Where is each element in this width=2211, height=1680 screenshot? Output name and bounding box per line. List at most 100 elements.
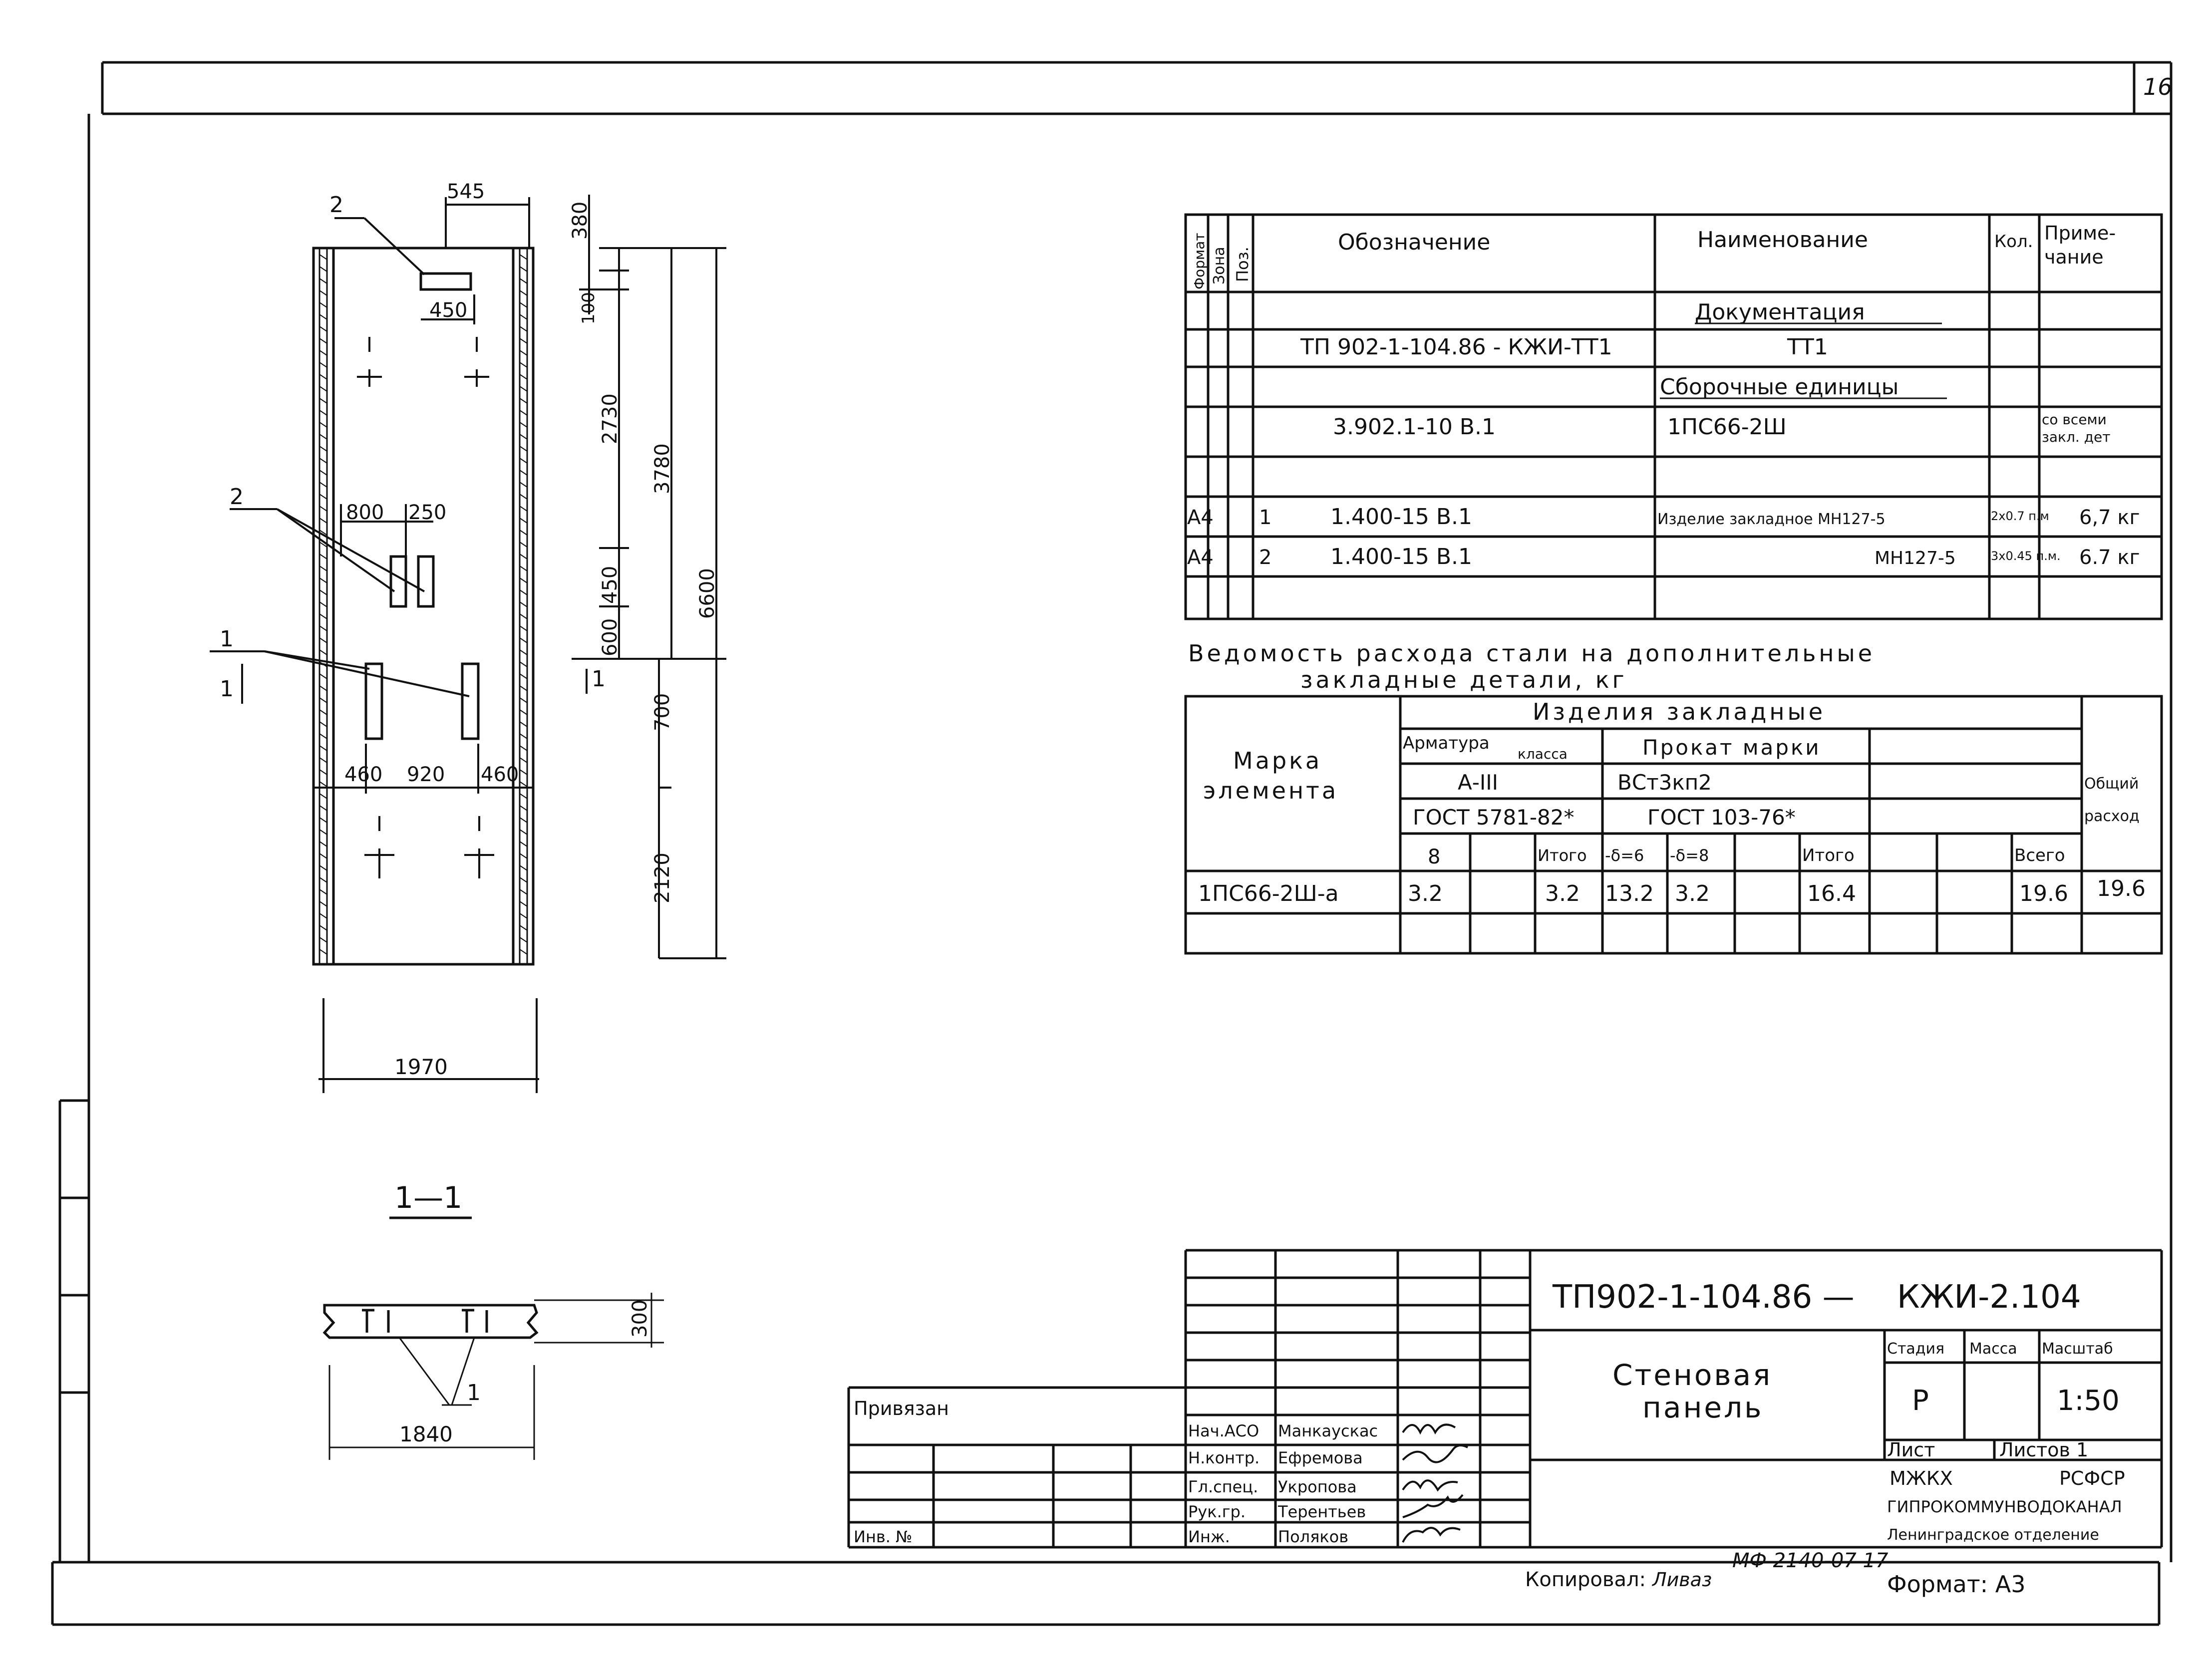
hatch-tick <box>519 709 528 715</box>
hatch-tick <box>319 350 327 356</box>
hatch-tick <box>519 374 528 380</box>
hatch-tick <box>319 721 327 727</box>
row-ps-name: 1ПС66-2Ш <box>1667 414 1787 440</box>
hatch-tick <box>319 386 327 392</box>
sheet-label: Лист <box>1887 1439 1935 1461</box>
hatch-tick <box>319 506 327 512</box>
total-label-1: Общий <box>2084 775 2139 793</box>
copied-label: Копировал: <box>1525 1568 1646 1591</box>
row2-qty: 3х0.45 п.м. <box>1991 549 2061 563</box>
dim-6600: 6600 <box>696 568 719 619</box>
total-label-2: расход <box>2084 808 2140 825</box>
hatch-tick <box>519 925 528 931</box>
role-4: Рук.гр. <box>1188 1502 1246 1521</box>
row-ps-note-2: закл. дет <box>2042 429 2111 445</box>
row1-fmt: А4 <box>1187 506 1214 529</box>
armatura-label: Арматура <box>1403 733 1490 753</box>
hatch-tick <box>519 446 528 452</box>
copier-name: Ливаз <box>1651 1569 1712 1591</box>
dim-920: 920 <box>407 763 445 786</box>
hatch-tick <box>519 697 528 703</box>
hatch-tick <box>519 254 528 260</box>
row2-designation: 1.400-15 В.1 <box>1330 544 1472 569</box>
row-v8: 3.2 <box>1408 881 1443 906</box>
row1-note: 6,7 кг <box>2079 506 2140 529</box>
hatch-tick <box>319 565 327 571</box>
dim-545: 545 <box>447 180 485 203</box>
dim-3780: 3780 <box>651 443 674 494</box>
row2-note: 6.7 кг <box>2079 546 2140 569</box>
row2-fmt: А4 <box>1187 546 1214 569</box>
hatch-tick <box>319 853 327 859</box>
dim-1970: 1970 <box>394 1055 448 1079</box>
hatch-tick <box>319 745 327 751</box>
leaders <box>210 217 588 704</box>
hatch-tick <box>519 542 528 548</box>
privyazan-label: Привязан <box>854 1398 949 1419</box>
hatch-tick <box>319 542 327 548</box>
sub-itogo-1: Итого <box>1538 846 1587 865</box>
hatch-tick <box>319 589 327 595</box>
col-zone: Зона <box>1211 247 1228 284</box>
hatch-tick <box>519 745 528 751</box>
prokat-label: Прокат марки <box>1642 735 1821 760</box>
section-1-1: 1—1 300 1840 1 <box>322 1180 664 1460</box>
hatch-tick <box>519 494 528 500</box>
row1-name: Изделие закладное МН127-5 <box>1657 511 1886 528</box>
hatch-tick <box>519 817 528 823</box>
hatch-tick <box>519 829 528 835</box>
hatch-tick <box>519 733 528 739</box>
signatures <box>1402 1423 1468 1543</box>
dim-600: 600 <box>599 618 622 656</box>
hatch-tick <box>519 757 528 763</box>
hatch-tick <box>319 458 327 464</box>
row-mark: 1ПС66-2Ш-а <box>1198 881 1339 906</box>
hatch-tick <box>319 757 327 763</box>
sheets-label: Листов 1 <box>1999 1439 2088 1461</box>
hatch-tick <box>319 338 327 344</box>
hatch-tick <box>519 422 528 428</box>
hatch-tick <box>519 554 528 560</box>
mark-label-1: Марка <box>1233 747 1322 774</box>
dim-2120: 2120 <box>651 852 674 903</box>
hatch-tick <box>319 865 327 871</box>
sub-vsego: Всего <box>2014 845 2065 865</box>
hatch-tick <box>319 817 327 823</box>
row-d6: 13.2 <box>1605 881 1654 906</box>
org-giprokommunvodokanal: ГИПРОКОММУНВОДОКАНАЛ <box>1887 1497 2122 1516</box>
col-designation: Обозначение <box>1338 230 1490 255</box>
hatch-tick <box>519 482 528 488</box>
gost-103: ГОСТ 103-76* <box>1647 805 1796 830</box>
doc-code-2: КЖИ-2.104 <box>1897 1279 2081 1316</box>
hatch-tick <box>519 410 528 416</box>
dim-300: 300 <box>629 1300 651 1338</box>
hatch-tick <box>319 649 327 655</box>
col-name: Наименование <box>1697 227 1868 253</box>
hatch-tick <box>519 314 528 320</box>
hatch-tick <box>519 937 528 943</box>
hatch-tick <box>319 494 327 500</box>
hatch-tick <box>519 506 528 512</box>
hatch-tick <box>319 254 327 260</box>
hatch-tick <box>319 793 327 799</box>
embedded-item-top <box>419 272 472 291</box>
hatch-tick <box>519 805 528 811</box>
hatch-tick <box>319 805 327 811</box>
hatch-tick <box>319 302 327 308</box>
org-leningrad: Ленинградское отделение <box>1887 1526 2099 1544</box>
hatch-tick <box>319 326 327 332</box>
person-4: Терентьев <box>1277 1502 1366 1521</box>
hatch-tick <box>519 338 528 344</box>
hatch-tick <box>519 889 528 895</box>
col-pos: Поз. <box>1233 247 1252 282</box>
embedded-item-2b <box>417 555 435 608</box>
hatch-tick <box>519 577 528 583</box>
doc-name-1: Стеновая <box>1612 1358 1772 1392</box>
hatch-tick <box>519 434 528 440</box>
role-1: Нач.АСО <box>1188 1421 1259 1440</box>
scale-header: Масштаб <box>2042 1340 2113 1358</box>
row1-designation: 1.400-15 В.1 <box>1330 504 1472 530</box>
hatch-tick <box>519 362 528 368</box>
hatch-tick <box>519 625 528 631</box>
